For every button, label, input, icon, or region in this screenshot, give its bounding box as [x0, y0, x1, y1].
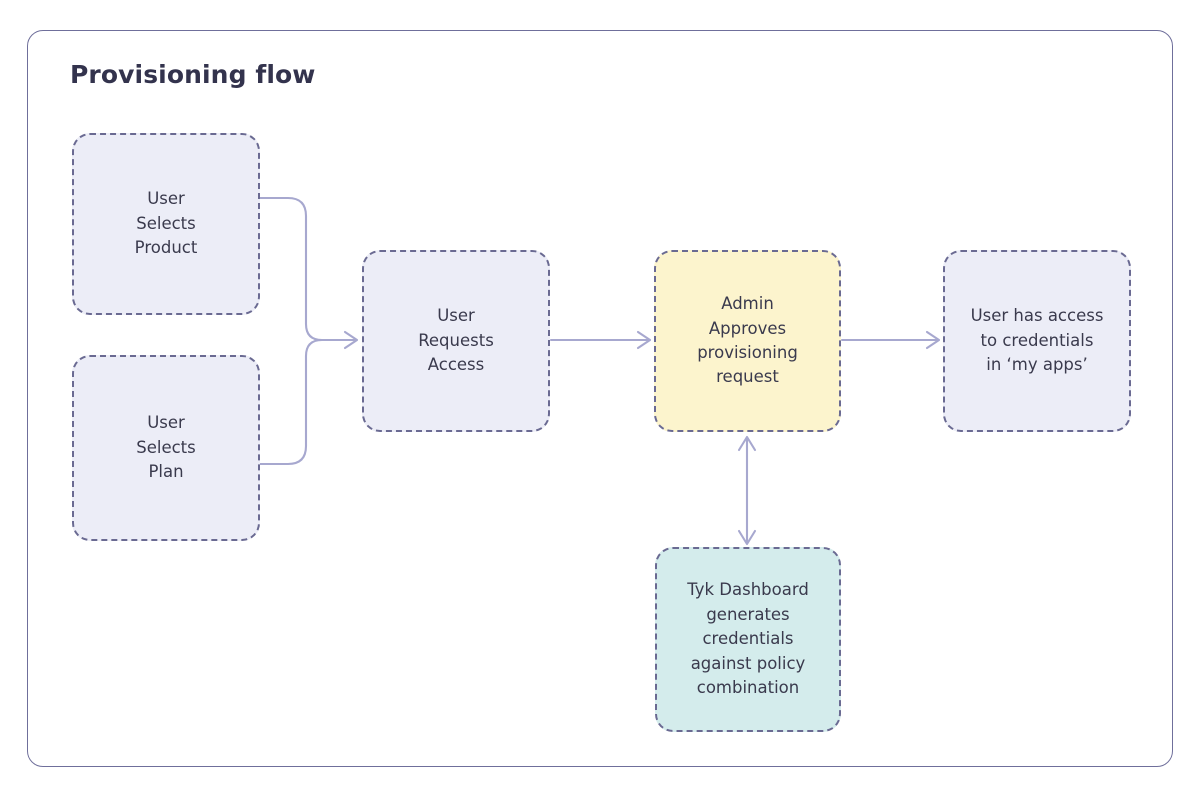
page-title: Provisioning flow: [70, 60, 316, 89]
